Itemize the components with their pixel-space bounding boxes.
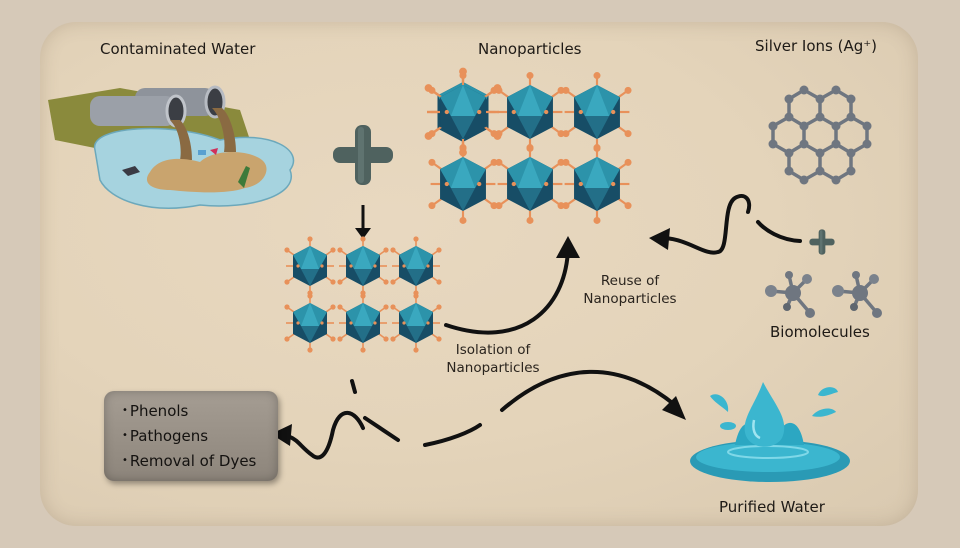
lattice-atom (846, 166, 856, 176)
nanoparticles-label: Nanoparticles (478, 40, 582, 58)
lattice-atom (831, 85, 841, 95)
lattice-atom (784, 112, 794, 122)
purify-arrow (500, 369, 677, 412)
lattice-atom (846, 112, 856, 122)
lattice-atom (831, 139, 841, 149)
nanoparticle-grid-upper-items (428, 72, 632, 224)
plus-icon (333, 125, 393, 185)
isolation-label-line2: Nanoparticles (446, 360, 540, 376)
reuse-arrow (444, 248, 570, 335)
isolation-label: Isolation of Nanoparticles (438, 341, 548, 377)
lattice-atom (831, 175, 841, 185)
lattice-atom (862, 139, 872, 149)
contaminated-water-label: Contaminated Water (100, 40, 256, 58)
synthesis-arrow-tail (756, 220, 802, 243)
molecule-icon (830, 269, 884, 320)
lattice-atom (768, 139, 778, 149)
pollutant-item: Phenols (122, 399, 278, 424)
pollutant-item: Removal of Dyes (122, 449, 278, 474)
reuse-label: Reuse of Nanoparticles (575, 272, 685, 308)
lattice-atom (846, 148, 856, 158)
hexagonal-lattice-icon (768, 85, 872, 185)
molecule-icon (763, 269, 817, 320)
lattice-atom (846, 94, 856, 104)
reuse-label-line2: Nanoparticles (583, 291, 677, 307)
reuse-label-line1: Reuse of (600, 273, 660, 289)
lattice-atom (768, 121, 778, 131)
lattice-atom (831, 121, 841, 131)
purify-arrow-dash (423, 423, 482, 447)
lattice-atom (799, 121, 809, 131)
synthesis-arrow (663, 193, 752, 255)
lattice-atom (784, 148, 794, 158)
lattice-atom (799, 139, 809, 149)
biomolecules-label: Biomolecules (770, 323, 870, 341)
pollutant-item: Pathogens (122, 424, 278, 449)
waste-arrow (288, 410, 365, 460)
removed-pollutants-box: Phenols Pathogens Removal of Dyes (104, 391, 278, 481)
purified-water-label: Purified Water (719, 498, 825, 516)
lattice-atom (784, 94, 794, 104)
lattice-atom (784, 166, 794, 176)
lattice-atom (799, 85, 809, 95)
lattice-atom (815, 148, 825, 158)
lattice-atom (799, 175, 809, 185)
lattice-atom (815, 94, 825, 104)
plus-icon (809, 229, 835, 255)
nanoparticle-grid-lower (284, 236, 442, 353)
lattice-atom (862, 121, 872, 131)
lattice-atom (815, 166, 825, 176)
silver-ions-label: Silver Ions (Ag⁺) (755, 37, 877, 55)
water-drop-splash-icon (690, 382, 850, 482)
waste-arrow-dash (363, 416, 400, 442)
isolation-label-line1: Isolation of (455, 342, 531, 358)
lattice-atom (815, 112, 825, 122)
sewage-pipes-icon (48, 85, 295, 209)
waste-arrow-dash (350, 379, 357, 394)
